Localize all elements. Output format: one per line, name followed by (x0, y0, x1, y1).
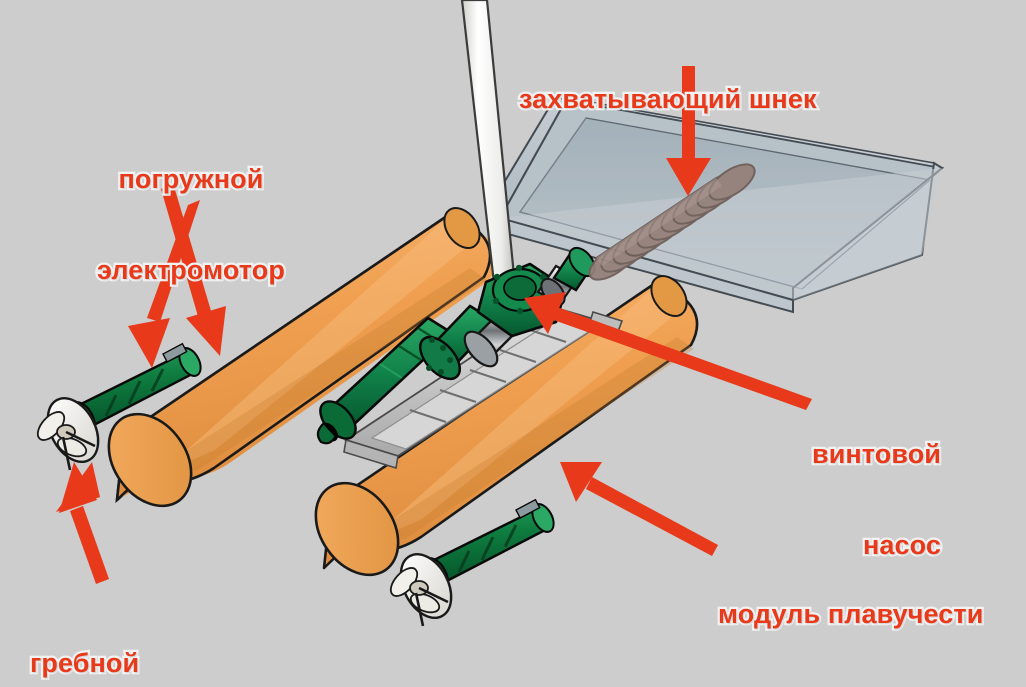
label-motor-line-2: электромотор (95, 253, 287, 288)
arrow-to-pump (524, 292, 812, 410)
label-pump-line-2: насос (861, 528, 943, 563)
pontoon-starboard (314, 275, 699, 577)
label-auger-line-1: захватывающий шнек (517, 82, 819, 117)
label-pump-line-1: винтовой (810, 437, 943, 472)
annotation-arrows (56, 66, 812, 584)
label-float-line-1: модуль плавучести (716, 597, 986, 632)
thruster-port (36, 342, 202, 471)
label-auger: захватывающий шнек (517, 24, 819, 175)
arrow-to-auger (666, 66, 711, 196)
propeller-starboard-blades (389, 567, 449, 627)
mounting-frame (343, 305, 624, 470)
label-pump: винтовой насос (810, 379, 943, 621)
propeller-port-blades (36, 411, 96, 471)
arrow-to-float (560, 462, 718, 556)
label-motor-line-1: погружной (116, 162, 265, 197)
screw-pump-assembly (316, 246, 596, 445)
auger-screw (588, 163, 756, 281)
label-propeller: гребной винт (28, 588, 142, 687)
label-motor: погружной электромотор (95, 104, 287, 346)
label-float: модуль плавучести (716, 539, 986, 687)
arrow-to-thruster (128, 200, 200, 368)
arrow-to-motor (161, 183, 226, 356)
label-propeller-line-1: гребной (28, 646, 142, 681)
pontoon-port (107, 207, 499, 508)
thruster-starboard (389, 498, 555, 627)
arrow-to-propeller (56, 462, 109, 584)
